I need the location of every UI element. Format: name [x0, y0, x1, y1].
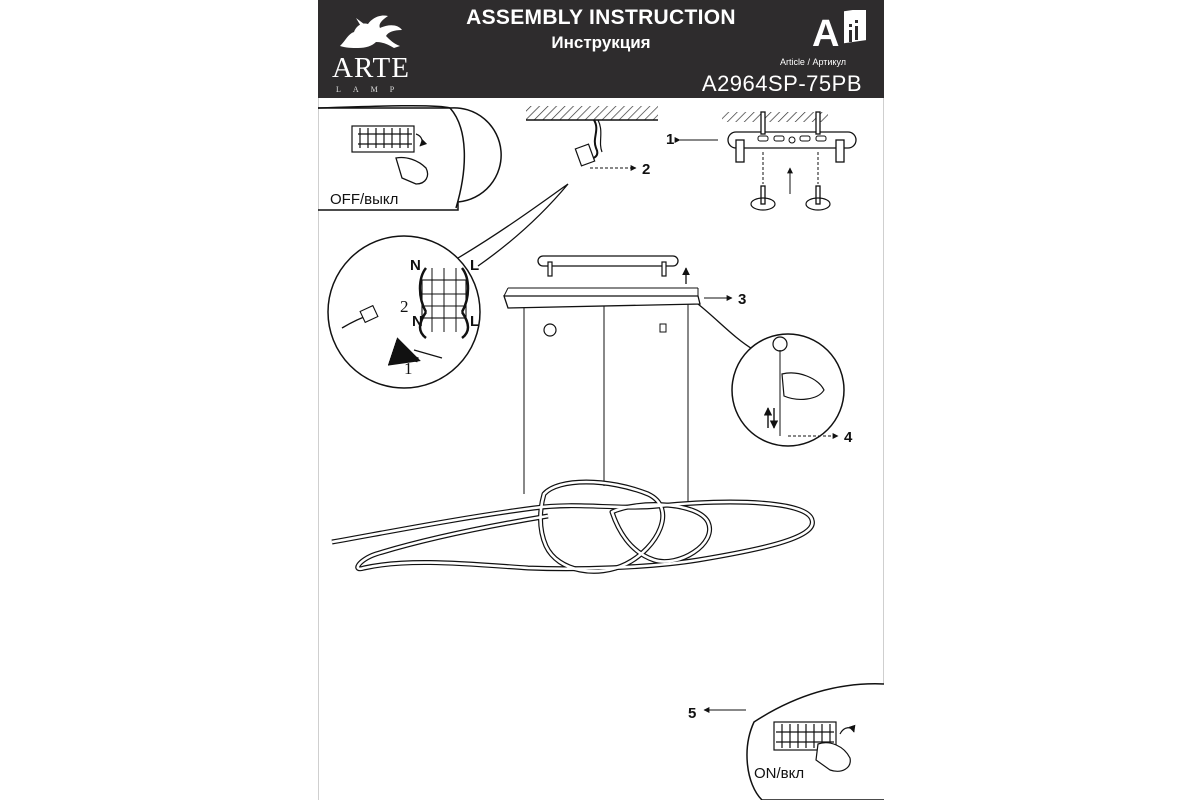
wiring-detail: N L N L 2 1: [327, 183, 569, 389]
instruction-a-icon: A: [812, 10, 866, 52]
header-bar: ARTE LAMP ASSEMBLY INSTRUCTION Инструкци…: [318, 0, 884, 98]
height-adjust-detail: 4: [697, 303, 853, 447]
off-switch-detail: OFF/выкл: [318, 104, 502, 211]
step-5-label: 5: [688, 705, 696, 722]
wiring-sub-1: 1: [404, 359, 413, 378]
griffin-icon: [340, 15, 402, 49]
canopy-assembly: 3: [503, 255, 746, 337]
brand-name: ARTE: [332, 52, 410, 84]
step-3-label: 3: [738, 291, 746, 308]
on-label: ON/вкл: [754, 765, 804, 782]
assembly-drawing: OFF/выкл 2 1: [318, 104, 884, 800]
article-label: Article / Артикул: [779, 57, 846, 67]
suspension-cables: [523, 304, 689, 502]
page-title: ASSEMBLY INSTRUCTION: [466, 6, 736, 29]
article-code: A2964SP-75PB: [701, 71, 862, 96]
page-title-ru: Инструкция: [551, 33, 651, 52]
wire-l-top: L: [470, 257, 479, 274]
lamp-body: [331, 479, 815, 574]
step-2-label: 2: [642, 161, 650, 178]
wire-l-bottom: L: [470, 313, 479, 330]
ceiling-wire: 2: [526, 106, 658, 178]
step-1-label: 1: [666, 131, 674, 148]
wire-n-top: N: [410, 257, 421, 274]
lamp-body-inner: [331, 480, 814, 573]
mounting-bracket: 1: [666, 111, 857, 211]
brand-logo: ARTE LAMP: [318, 0, 428, 98]
off-label: OFF/выкл: [330, 191, 398, 208]
brand-subtitle: LAMP: [336, 85, 407, 94]
wire-n-bottom: N: [412, 313, 423, 330]
icon-letter: A: [812, 13, 839, 52]
wiring-sub-2: 2: [400, 297, 409, 316]
on-switch-detail: 5 ON/вкл: [688, 683, 884, 800]
step-4-label: 4: [844, 429, 853, 446]
